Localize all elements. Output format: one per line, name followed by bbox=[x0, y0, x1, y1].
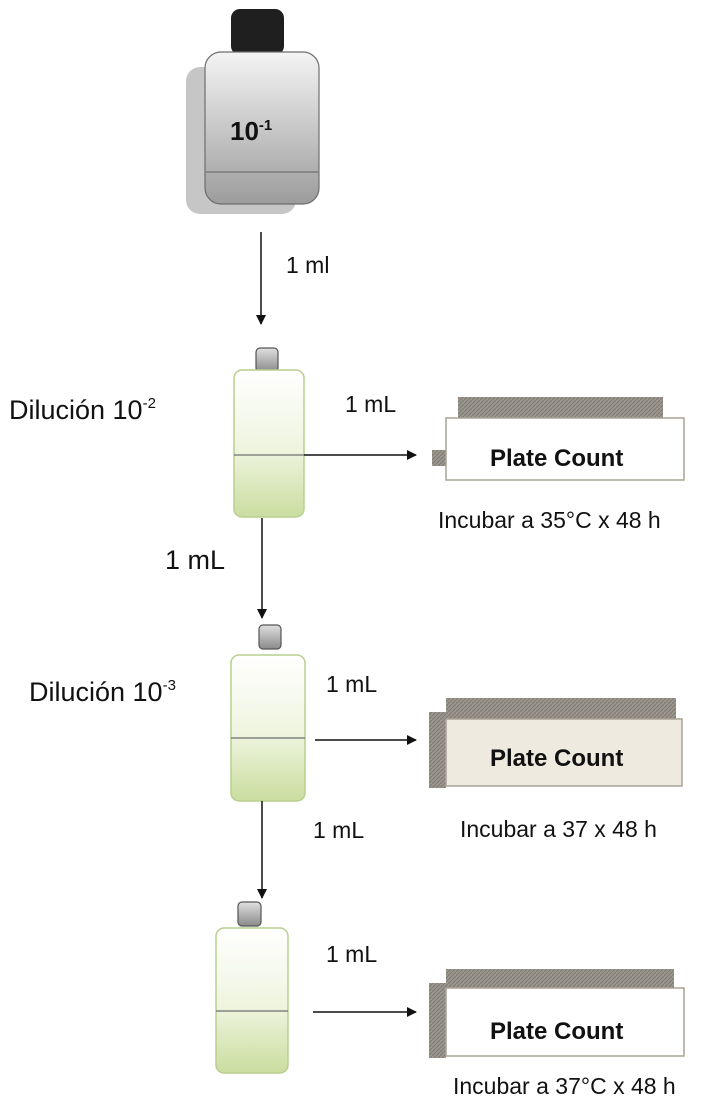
dilution-tube-4 bbox=[215, 901, 289, 1074]
tube-4-cap bbox=[237, 901, 262, 927]
dilution-3-label: Dilución 10-3 bbox=[29, 677, 176, 707]
tube-3-body bbox=[230, 654, 306, 802]
plate-1-dish bbox=[445, 417, 685, 481]
transfer-arrow-2: 1 mL bbox=[165, 518, 267, 619]
dilution-3-to-plate-label: 1 mL bbox=[326, 671, 377, 697]
plate-1-incubation: Incubar a 35°C x 48 h bbox=[438, 507, 661, 533]
plate-3-incubation: Incubar a 37°C x 48 h bbox=[453, 1073, 676, 1099]
petri-plate-1: Plate Count bbox=[432, 397, 685, 481]
transfer-arrow-3: 1 mL bbox=[257, 801, 364, 899]
tube-3-cap bbox=[258, 624, 282, 650]
transfer-2-label: 1 mL bbox=[165, 545, 225, 575]
transfer-3-label: 1 mL bbox=[313, 817, 364, 843]
tube-2-body bbox=[233, 369, 305, 518]
dilution-tube-2 bbox=[233, 347, 305, 518]
plate-3-dish bbox=[445, 987, 685, 1057]
dilution-2-label: Dilución 10-2 bbox=[9, 395, 156, 425]
tube-2-cap bbox=[255, 347, 279, 373]
dilution-tube-3 bbox=[230, 624, 306, 802]
dilution-4-to-plate-label: 1 mL bbox=[326, 941, 377, 967]
transfer-1-label: 1 ml bbox=[286, 252, 329, 278]
petri-plate-2: Plate Count bbox=[429, 698, 683, 788]
petri-plate-3: Plate Count bbox=[429, 969, 685, 1058]
plate-2-label: Plate Count bbox=[490, 745, 623, 772]
stock-bottle: 10-1 bbox=[186, 9, 320, 214]
stock-bottle-cap bbox=[231, 9, 284, 55]
transfer-arrow-1: 1 ml bbox=[256, 232, 329, 325]
plate-1-label: Plate Count bbox=[490, 445, 623, 472]
plate-3-label: Plate Count bbox=[490, 1018, 623, 1045]
plate-2-incubation: Incubar a 37 x 48 h bbox=[460, 816, 657, 842]
stock-bottle-label: 10-1 bbox=[230, 116, 272, 146]
stock-bottle-body bbox=[204, 51, 320, 205]
tube-4-body bbox=[215, 927, 289, 1074]
plate-2-dish bbox=[445, 718, 683, 787]
dilution-2-to-plate-label: 1 mL bbox=[345, 391, 396, 417]
